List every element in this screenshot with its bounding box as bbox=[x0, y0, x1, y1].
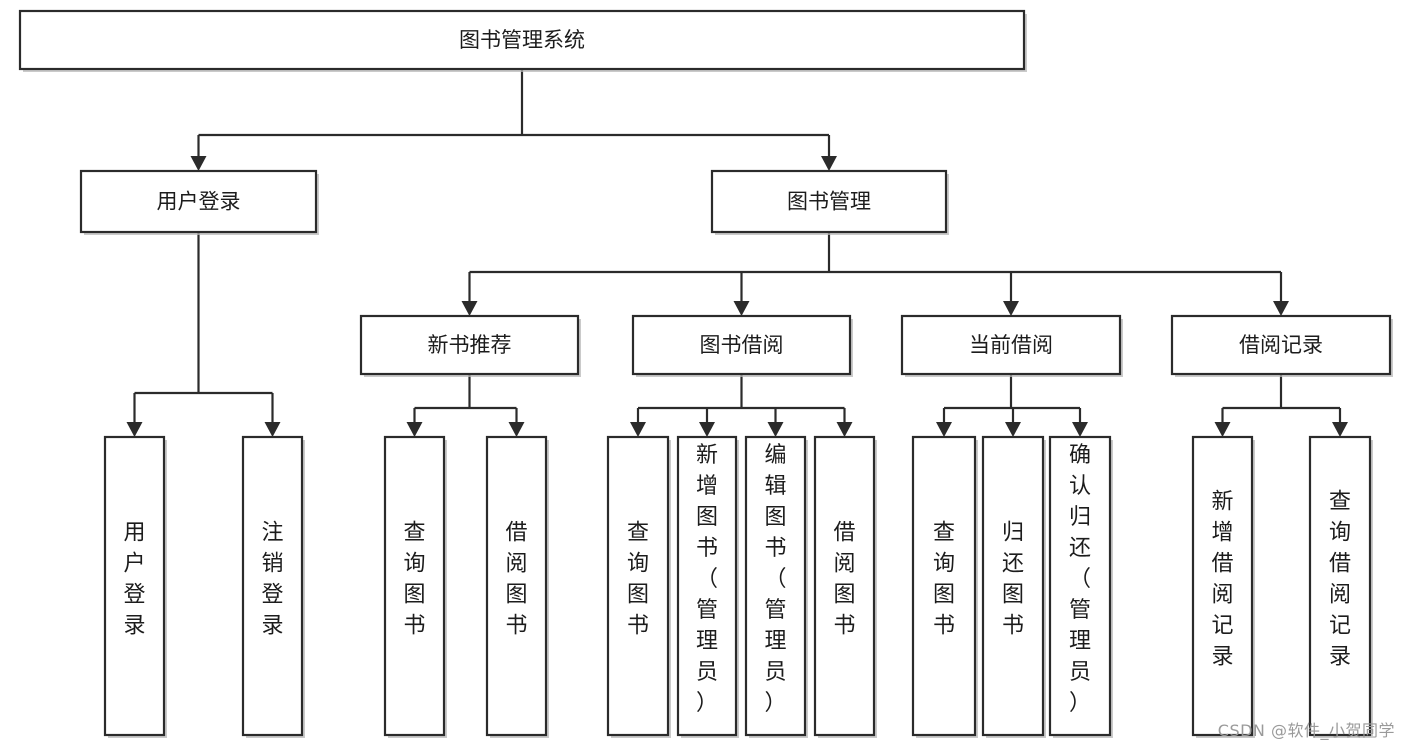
node-rect[interactable] bbox=[241, 435, 304, 737]
node-label: 图书管理 bbox=[787, 190, 871, 214]
node-label: 确认归还（管理员） bbox=[1069, 443, 1091, 716]
node-label: 借阅图书 bbox=[505, 521, 527, 639]
node-label: 借阅图书 bbox=[833, 521, 855, 639]
node-leaf-add-borrow-record[interactable]: 新增借阅记录 bbox=[1191, 435, 1255, 738]
arrow-head-icon bbox=[1003, 301, 1019, 316]
arrow-head-icon bbox=[699, 422, 715, 437]
node-rect[interactable] bbox=[744, 435, 807, 737]
node-rect[interactable] bbox=[606, 435, 670, 737]
node-rect[interactable] bbox=[1191, 435, 1254, 737]
node-label: 查询图书 bbox=[403, 521, 425, 639]
node-rect[interactable] bbox=[103, 435, 166, 737]
node-label: 新增图书（管理员） bbox=[696, 443, 718, 716]
node-layer: 图书管理系统用户登录图书管理新书推荐图书借阅当前借阅借阅记录用户登录注销登录查询… bbox=[18, 9, 1393, 738]
node-leaf-return-book[interactable]: 归还图书 bbox=[981, 435, 1046, 738]
node-rect[interactable] bbox=[18, 9, 1026, 71]
arrow-head-icon bbox=[936, 422, 952, 437]
connector-layer bbox=[126, 69, 1348, 437]
node-label: 借阅记录 bbox=[1239, 333, 1323, 357]
node-rect[interactable] bbox=[710, 169, 948, 234]
arrow-head-icon bbox=[461, 301, 478, 316]
node-label: 用户登录 bbox=[157, 190, 241, 214]
node-rect[interactable] bbox=[1048, 435, 1112, 737]
node-new-book-recommend[interactable]: 新书推荐 bbox=[359, 314, 581, 377]
arrow-head-icon bbox=[1072, 422, 1088, 437]
node-leaf-confirm-return-admin[interactable]: 确认归还（管理员） bbox=[1048, 435, 1113, 738]
node-user-login[interactable]: 用户登录 bbox=[79, 169, 319, 235]
node-label: 图书管理系统 bbox=[459, 28, 585, 52]
arrow-head-icon bbox=[1273, 301, 1289, 316]
node-leaf-borrow-book-recommend[interactable]: 借阅图书 bbox=[485, 435, 549, 738]
node-rect[interactable] bbox=[813, 435, 876, 737]
arrow-head-icon bbox=[190, 156, 207, 171]
node-book-borrow[interactable]: 图书借阅 bbox=[631, 314, 853, 377]
node-rect[interactable] bbox=[79, 169, 318, 234]
arrow-head-icon bbox=[126, 422, 143, 437]
arrow-head-icon bbox=[767, 422, 784, 437]
node-label: 编辑图书（管理员） bbox=[764, 443, 786, 716]
arrow-head-icon bbox=[1005, 422, 1021, 437]
node-rect[interactable] bbox=[383, 435, 446, 737]
arrow-head-icon bbox=[630, 422, 646, 437]
node-label: 查询图书 bbox=[933, 521, 955, 639]
node-label: 图书借阅 bbox=[700, 333, 784, 357]
node-leaf-query-book-borrow[interactable]: 查询图书 bbox=[606, 435, 671, 738]
node-rect[interactable] bbox=[911, 435, 977, 737]
node-root[interactable]: 图书管理系统 bbox=[18, 9, 1027, 72]
arrow-head-icon bbox=[1332, 422, 1348, 437]
node-borrow-record[interactable]: 借阅记录 bbox=[1170, 314, 1393, 377]
node-label: 查询图书 bbox=[627, 521, 649, 639]
node-leaf-query-borrow-record[interactable]: 查询借阅记录 bbox=[1308, 435, 1373, 738]
node-rect[interactable] bbox=[485, 435, 548, 737]
node-leaf-borrow-book[interactable]: 借阅图书 bbox=[813, 435, 877, 738]
node-rect[interactable] bbox=[359, 314, 580, 376]
node-leaf-query-book-current[interactable]: 查询图书 bbox=[911, 435, 978, 738]
arrow-head-icon bbox=[821, 156, 837, 171]
arrow-head-icon bbox=[733, 301, 750, 316]
arrow-head-icon bbox=[406, 422, 423, 437]
node-label: 用户登录 bbox=[123, 521, 145, 639]
arrow-head-icon bbox=[264, 422, 281, 437]
node-rect[interactable] bbox=[981, 435, 1045, 737]
node-current-borrow[interactable]: 当前借阅 bbox=[900, 314, 1123, 377]
node-leaf-query-book-recommend[interactable]: 查询图书 bbox=[383, 435, 447, 738]
csdn-watermark: CSDN @软件_小贺同学 bbox=[1217, 721, 1395, 740]
node-rect[interactable] bbox=[1170, 314, 1392, 376]
arrow-head-icon bbox=[836, 422, 853, 437]
node-label: 当前借阅 bbox=[969, 333, 1053, 357]
node-label: 查询借阅记录 bbox=[1329, 490, 1351, 670]
node-label: 归还图书 bbox=[1002, 521, 1024, 639]
node-label: 新增借阅记录 bbox=[1211, 490, 1233, 670]
node-book-manage[interactable]: 图书管理 bbox=[710, 169, 949, 235]
arrow-head-icon bbox=[1214, 422, 1231, 437]
node-leaf-user-login[interactable]: 用户登录 bbox=[103, 435, 167, 738]
arrow-head-icon bbox=[508, 422, 525, 437]
node-rect[interactable] bbox=[1308, 435, 1372, 737]
node-leaf-add-book-admin[interactable]: 新增图书（管理员） bbox=[676, 435, 739, 738]
node-rect[interactable] bbox=[676, 435, 738, 737]
node-leaf-edit-book-admin[interactable]: 编辑图书（管理员） bbox=[744, 435, 808, 738]
node-label: 注销登录 bbox=[261, 521, 283, 639]
node-rect[interactable] bbox=[631, 314, 852, 376]
node-leaf-logout-login[interactable]: 注销登录 bbox=[241, 435, 305, 738]
node-rect[interactable] bbox=[900, 314, 1122, 376]
node-label: 新书推荐 bbox=[428, 333, 512, 357]
